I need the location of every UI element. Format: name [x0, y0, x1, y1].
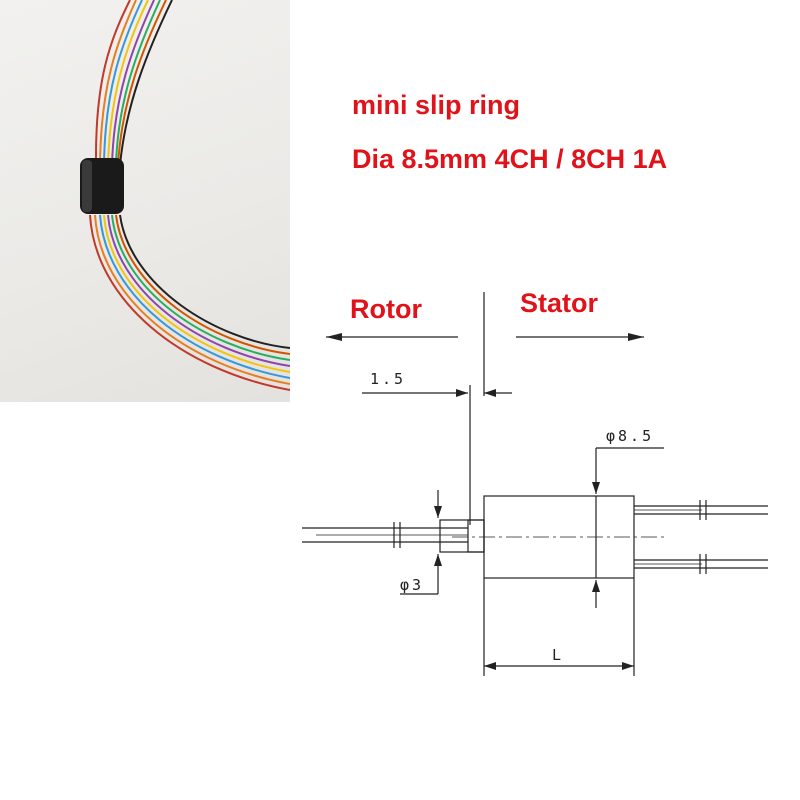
rotor-label: Rotor — [350, 294, 422, 324]
flange-dimension: 1.5 — [370, 370, 406, 388]
outer-diameter-dimension: φ8.5 — [606, 427, 654, 445]
product-title: mini slip ring — [352, 90, 521, 120]
shaft — [439, 519, 485, 553]
product-photo — [0, 0, 290, 402]
product-spec: Dia 8.5mm 4CH / 8CH 1A — [352, 144, 668, 174]
shaft-diameter-dimension: φ3 — [400, 576, 424, 594]
length-dimension: L — [552, 646, 564, 664]
slip-ring-wires-illustration — [80, 0, 290, 391]
stator-label: Stator — [520, 288, 599, 318]
